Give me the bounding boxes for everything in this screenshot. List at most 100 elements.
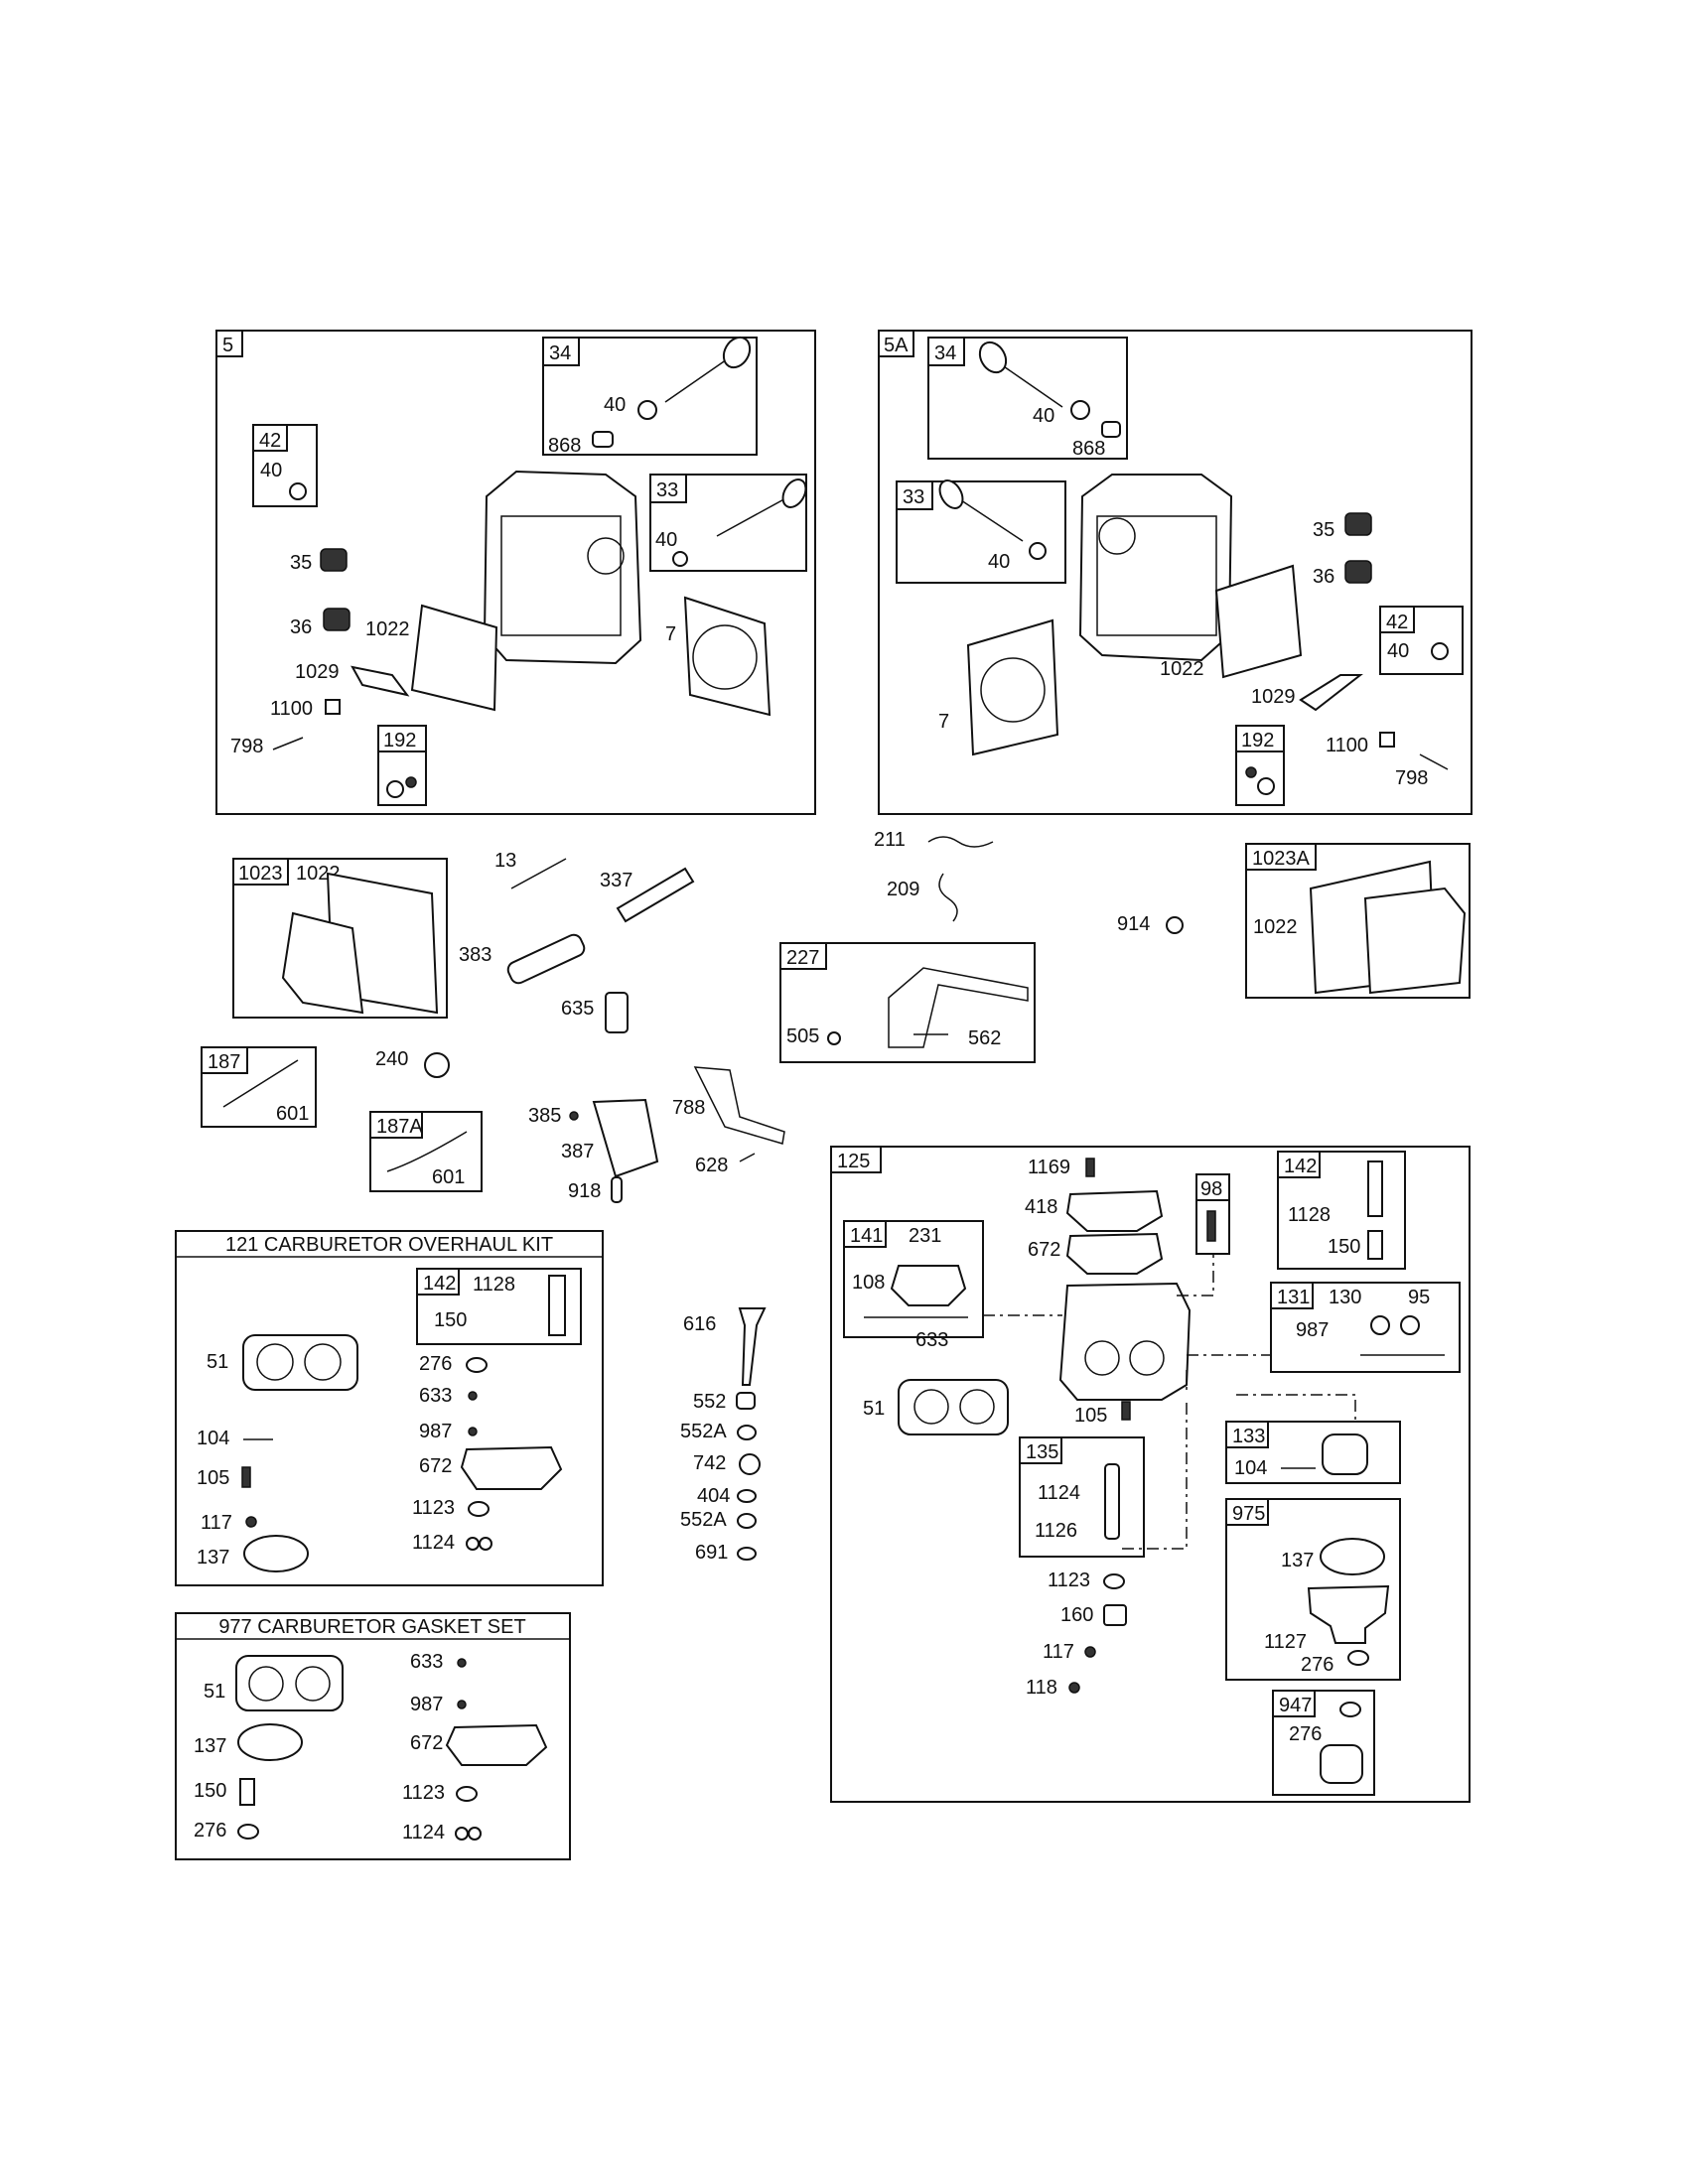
group-34-label: 34 <box>934 342 956 364</box>
label-150: 150 <box>1328 1236 1360 1258</box>
label-1124: 1124 <box>412 1532 455 1554</box>
group-227: 227 505 562 <box>779 942 1036 1063</box>
label-552a: 552A <box>680 1421 727 1442</box>
label-231: 231 <box>909 1225 941 1247</box>
group-187a-label: 187A <box>376 1116 423 1138</box>
label-105: 105 <box>1074 1405 1107 1427</box>
bolt-head <box>1166 916 1184 934</box>
group-42-label: 42 <box>259 430 281 452</box>
label-1169: 1169 <box>1028 1157 1070 1178</box>
group-227-label: 227 <box>786 947 819 969</box>
label-209: 209 <box>887 879 919 900</box>
label-118: 118 <box>1026 1677 1057 1699</box>
label-36: 36 <box>290 616 312 638</box>
valve-cover <box>281 911 364 1015</box>
governor-bracket <box>888 967 1029 1048</box>
group-187-label: 187 <box>208 1051 240 1073</box>
label-691: 691 <box>695 1542 728 1564</box>
label-150: 150 <box>434 1309 467 1331</box>
gasket-set: 977 CARBURETOR GASKET SET 51 137 150 276… <box>175 1612 571 1860</box>
label-40: 40 <box>1033 405 1054 427</box>
valve-stem <box>957 497 1024 542</box>
tube <box>386 1131 468 1172</box>
label-35: 35 <box>1313 519 1334 541</box>
tube <box>222 1059 299 1108</box>
bracket <box>506 933 586 985</box>
label-616: 616 <box>683 1313 716 1335</box>
label-633: 633 <box>410 1651 443 1673</box>
bowl-cover <box>1307 1584 1390 1644</box>
label-276: 276 <box>419 1353 452 1375</box>
label-276: 276 <box>194 1820 226 1842</box>
group-125: 125 1169 418 672 98 142 1128 150 141 231… <box>830 1146 1471 1803</box>
label-35: 35 <box>290 552 312 574</box>
valve-cover <box>1363 887 1467 995</box>
spring <box>938 873 958 922</box>
label-868: 868 <box>1072 438 1105 460</box>
label-672: 672 <box>1028 1239 1060 1261</box>
valve-spring <box>320 548 348 572</box>
valve-head <box>781 478 807 508</box>
label-1123: 1123 <box>412 1497 455 1519</box>
group-131-label: 131 <box>1277 1287 1310 1308</box>
fitting <box>605 992 629 1033</box>
carb-gasket-418 <box>1065 1189 1164 1232</box>
label-276: 276 <box>1289 1723 1322 1745</box>
label-51: 51 <box>863 1398 885 1420</box>
label-742: 742 <box>693 1452 726 1474</box>
cylinder-head <box>1078 474 1233 662</box>
label-40: 40 <box>988 551 1010 573</box>
rocker-arm <box>351 665 410 697</box>
group-142-label: 142 <box>423 1273 456 1295</box>
group-141-label: 141 <box>850 1225 883 1247</box>
label-788: 788 <box>672 1097 705 1119</box>
carburetor-body <box>1058 1282 1192 1401</box>
label-798: 798 <box>1395 767 1428 789</box>
label-672: 672 <box>419 1455 452 1477</box>
label-914: 914 <box>1117 913 1150 935</box>
group-135-label: 135 <box>1026 1441 1058 1463</box>
label-36: 36 <box>1313 566 1334 588</box>
label-633: 633 <box>915 1329 948 1351</box>
group-192-label: 192 <box>1241 730 1274 751</box>
fuel-fitting <box>738 1307 767 1386</box>
label-1124: 1124 <box>402 1822 445 1843</box>
label-40: 40 <box>604 394 626 416</box>
group-5a: 5A 34 40 868 33 40 35 36 42 40 1022 7 <box>878 330 1473 815</box>
label-7: 7 <box>665 623 676 645</box>
label-117: 117 <box>1043 1641 1074 1663</box>
float-bowl <box>1322 1433 1368 1475</box>
label-404: 404 <box>697 1485 730 1507</box>
label-385: 385 <box>528 1105 561 1127</box>
label-95: 95 <box>1408 1287 1430 1308</box>
group-33-label: 33 <box>656 479 678 501</box>
label-1029: 1029 <box>1251 686 1296 708</box>
label-104: 104 <box>197 1428 229 1449</box>
link-788 <box>693 1066 785 1145</box>
label-240: 240 <box>375 1048 408 1070</box>
label-117: 117 <box>201 1512 232 1534</box>
valve-head <box>938 479 964 509</box>
label-552a: 552A <box>680 1509 727 1531</box>
label-1100: 1100 <box>1326 735 1368 756</box>
label-1126: 1126 <box>1035 1520 1077 1542</box>
valve-stem <box>664 356 731 403</box>
label-104: 104 <box>1234 1457 1267 1479</box>
valve-stem <box>997 361 1063 408</box>
label-672: 672 <box>410 1732 443 1754</box>
overhaul-kit: 121 CARBURETOR OVERHAUL KIT 142 1128 150… <box>175 1230 604 1586</box>
group-947-label: 947 <box>1279 1695 1312 1716</box>
breather <box>424 1052 450 1078</box>
label-51: 51 <box>207 1351 228 1373</box>
group-1023-label: 1023 <box>238 863 283 885</box>
label-130: 130 <box>1329 1287 1361 1308</box>
valve-spring <box>1344 512 1372 536</box>
label-387: 387 <box>561 1141 594 1162</box>
fuel-parts: 616 552 552A 742 404 552A 691 <box>680 1307 767 1564</box>
label-160: 160 <box>1060 1604 1093 1626</box>
valve-stem <box>716 495 790 537</box>
spark-plug <box>616 867 695 923</box>
spring <box>927 836 994 848</box>
carburetor-gasket <box>242 1334 358 1391</box>
label-137: 137 <box>197 1547 229 1569</box>
